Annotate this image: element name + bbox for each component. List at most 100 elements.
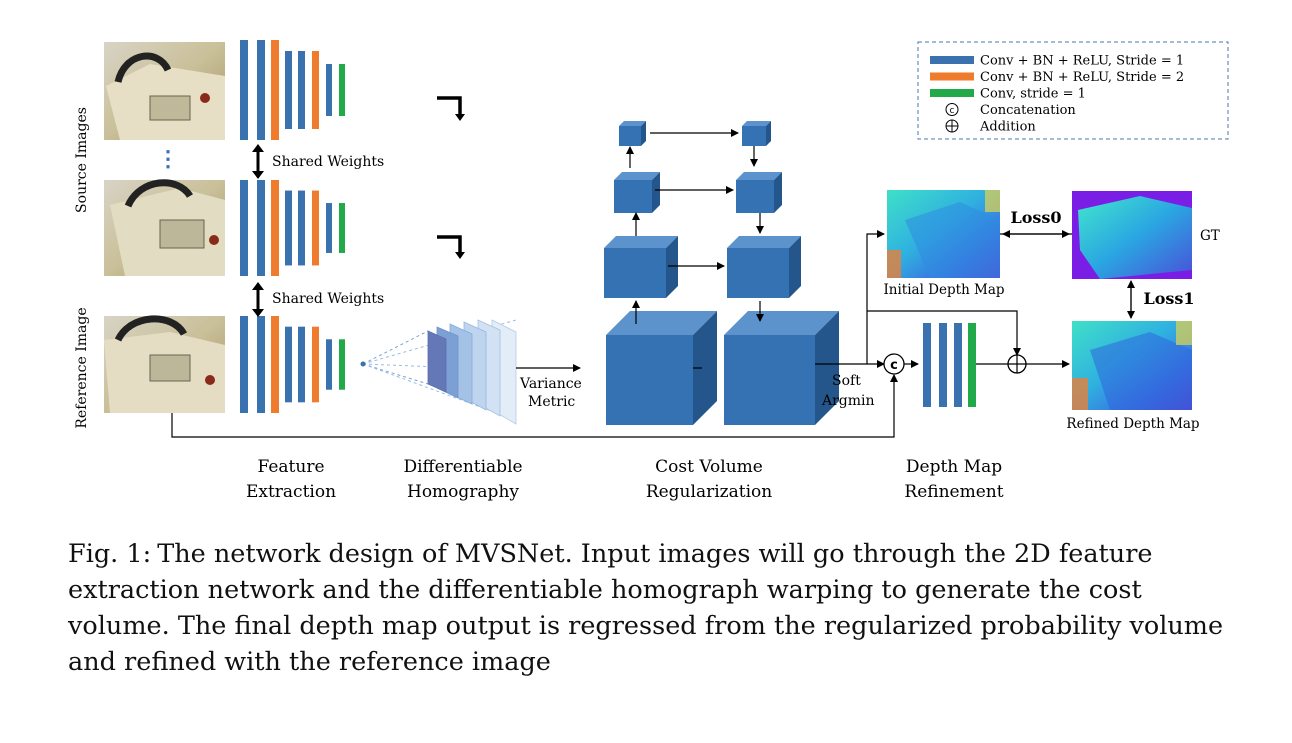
fe-bar-r2-7 [339,339,345,390]
stage-homography-2: Homography [407,482,519,502]
loss0-label: Loss0 [1010,208,1061,227]
shared-weights-arrow-2 [252,282,264,317]
feature-extraction-networks [240,40,345,413]
legend-concat-glyph: c [950,106,955,116]
source-images-label: Source Images [74,107,90,213]
cube-r1-large-front [724,335,815,425]
caption-text: The network design of MVSNet. Input imag… [68,539,1224,677]
loss1-label: Loss1 [1143,289,1194,308]
refinement-connections [171,230,1135,438]
cube-l4-side [641,121,646,146]
legend-label-4: Addition [979,120,1036,135]
addition-symbol [1007,354,1027,374]
fe-bar-r1-3 [285,190,292,266]
refined-depth-map-label: Refined Depth Map [1066,416,1199,432]
shared-weights-label-2: Shared Weights [272,291,384,307]
cube-r1-large-side [815,311,839,425]
fe-bar-r2-0 [240,316,248,413]
initial-depth-map-label: Initial Depth Map [883,282,1004,298]
legend-label-1: Conv + BN + ReLU, Stride = 2 [980,70,1184,85]
legend-swatch-2 [930,89,974,97]
homography-frustum [360,319,517,425]
cube-r3-side [774,172,782,213]
reference-image [104,315,225,413]
stage-cost-1: Cost Volume [655,457,763,477]
fe-bar-r1-4 [298,190,305,266]
refine-bar-3 [968,323,976,407]
concatenation-symbol: c [883,353,905,375]
refined-depth-map [1072,321,1192,410]
fe-bar-r0-6 [326,64,332,116]
gt-label: GT [1200,228,1220,244]
fe-bar-r0-0 [240,40,248,140]
fe-bar-r2-6 [326,339,332,390]
source-image-2 [104,179,225,276]
legend-concat-icon [945,103,959,116]
ellipsis: ⋮ [157,146,179,172]
variance-label-2: Metric [528,394,575,410]
reference-image-label: Reference Image [74,307,90,428]
stage-feature-1: Feature [257,457,324,477]
fe-bar-r0-1 [257,40,265,140]
source-image-1 [104,42,225,140]
cube-l2-side [666,236,678,298]
fe-bar-r0-4 [298,51,305,129]
mvsnet-diagram: Source Images Reference Image ⋮ Shared W… [74,40,1229,502]
fe-bar-r2-3 [285,326,292,403]
refine-bar-1 [939,323,947,407]
stage-homography-1: Differentiable [403,457,522,477]
cube-l3-top [614,172,660,180]
cube-r4-side [766,121,771,146]
stage-refine-2: Refinement [904,482,1003,502]
fe-bar-r1-7 [339,203,345,253]
cube-l1-large-side [693,311,717,425]
fe-bar-r2-1 [257,316,265,413]
cube-r2-top [727,236,801,248]
fe-bar-r0-2 [271,40,279,140]
stage-feature-2: Extraction [246,482,336,502]
legend-swatch-1 [930,72,974,81]
cube-r2-front [727,248,789,298]
cube-l1-large-top [606,311,717,335]
cube-r1-large-top [724,311,839,335]
cube-r3-front [736,180,774,213]
cube-l2-front [604,248,666,298]
stage-refine-1: Depth Map [906,457,1002,477]
caption-number: Fig. 1: [68,539,152,569]
cube-l2-top [604,236,678,248]
stage-labels: Feature Extraction Differentiable Homogr… [246,457,1004,502]
shared-weights-label-1: Shared Weights [272,154,384,170]
gt-depth-map [1072,191,1192,279]
legend-label-2: Conv, stride = 1 [980,87,1086,102]
refinement-network [923,323,976,407]
cube-l4-top [619,121,646,126]
fe-bar-r1-6 [326,203,332,253]
svg-text:c: c [890,358,898,373]
fe-bar-r0-7 [339,64,345,116]
fe-bar-r0-3 [285,51,292,129]
variance-label-1: Variance [519,376,582,392]
shared-weights-arrow-1 [252,144,264,179]
fe-bar-r0-5 [312,51,319,129]
unet-connections [626,129,764,369]
fe-bar-r1-0 [240,180,248,276]
initial-depth-map [887,190,1000,278]
cube-r2-side [789,236,801,298]
legend-label-0: Conv + BN + ReLU, Stride = 1 [980,54,1184,69]
source-feature-arrow-1 [437,96,465,121]
cube-l4-front [619,126,641,146]
legend-swatch-0 [930,56,974,64]
fe-bar-r1-1 [257,180,265,276]
cube-l3-front [614,180,652,213]
fe-bar-r1-2 [271,180,279,276]
refine-bar-2 [954,323,962,407]
fe-bar-r2-5 [312,326,319,403]
cube-r4-front [742,126,766,146]
soft-label-1: Soft [832,373,861,389]
cost-volume-regularization [604,121,839,425]
cube-r4-top [742,121,771,126]
cube-l1-large-front [606,335,693,425]
source-feature-arrow-2 [437,235,465,259]
refine-bar-0 [923,323,931,407]
